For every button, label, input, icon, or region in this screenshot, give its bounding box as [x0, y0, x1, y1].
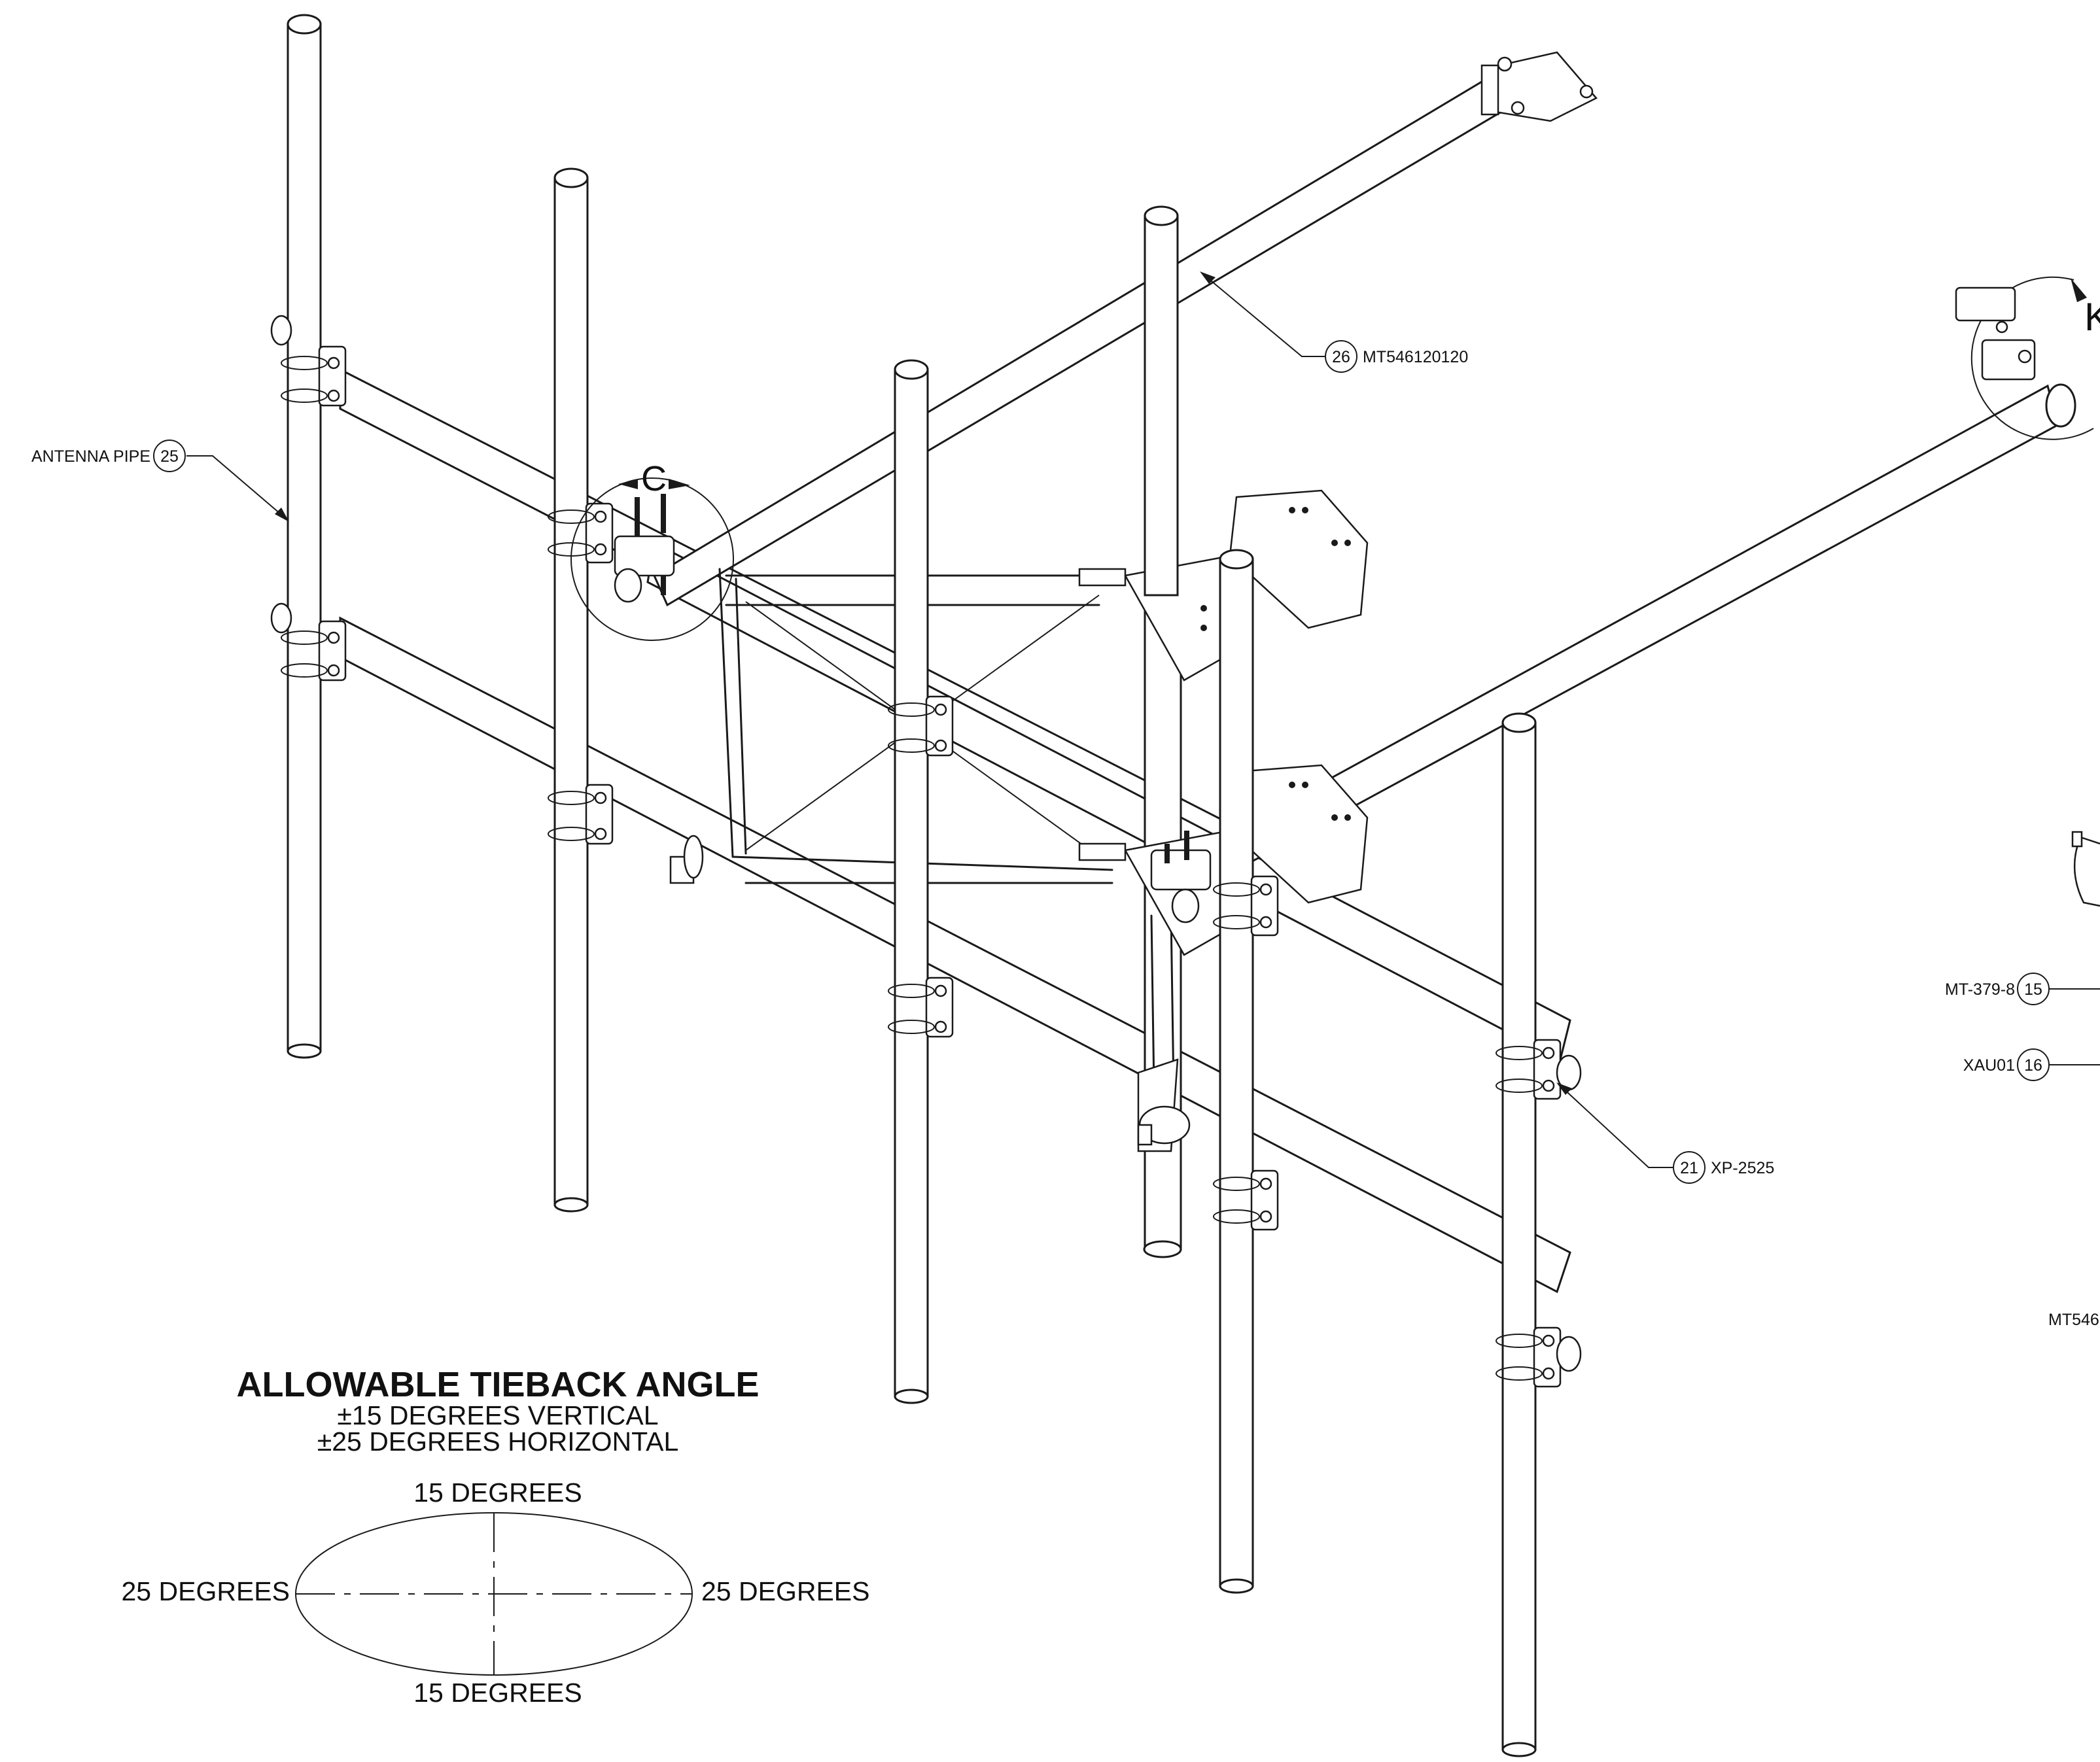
center-t-clamp: [614, 494, 675, 603]
clamp: [1496, 1326, 1582, 1388]
mid-front-rail: [646, 541, 1571, 1062]
callout-antenna-pipe: ANTENNA PIPE 25: [31, 440, 186, 472]
callout-mt-379-8-text: MT-379-8: [1945, 980, 2015, 999]
clamp: [1496, 1039, 1582, 1100]
callout-xau01: XAU01 16: [1963, 1048, 2050, 1081]
tieback-title: ALLOWABLE TIEBACK ANGLE: [237, 1365, 760, 1404]
center-t-clamp: [1150, 831, 1212, 924]
callout-mt-379-8: MT-379-8 15: [1945, 973, 2050, 1005]
crossover-clamps: [270, 51, 1598, 1388]
rail-band: [683, 835, 704, 879]
pipe-5: [1219, 549, 1254, 1594]
callout-mt-379-8-bubble: 15: [2024, 980, 2042, 999]
detail-k-label: K: [2084, 295, 2100, 339]
pipe-1: [287, 14, 322, 1059]
horizontal-rails: [339, 70, 2076, 1294]
pipe-3: [894, 359, 929, 1404]
tieback-vertical: ±15 DEGREES VERTICAL: [337, 1400, 658, 1430]
clamp: [270, 315, 347, 407]
detail-c-circle: C: [570, 459, 734, 641]
pipe-4: [1144, 205, 1179, 596]
leader-lines: [186, 271, 2100, 1168]
callout-xau01-bubble: 16: [2024, 1056, 2042, 1075]
callout-xp-2525-bubble: 21: [1680, 1159, 1698, 1177]
tieback-top-label: 15 DEGREES: [413, 1477, 582, 1508]
callout-antenna-pipe-bubble: 25: [160, 447, 179, 466]
clamp: [548, 502, 614, 564]
end-mount-top: [1480, 51, 1598, 122]
clamp: [270, 602, 347, 682]
tieback-left-label: 25 DEGREES: [122, 1576, 290, 1606]
callout-mt546-partial-text: MT546: [2048, 1311, 2099, 1329]
upper-right-long-rail: [653, 70, 1509, 607]
pipe-6: [1501, 712, 1537, 1757]
partial-hardware-right: [2071, 831, 2100, 907]
tieback-horizontal: ±25 DEGREES HORIZONTAL: [317, 1426, 679, 1457]
tieback-right-label: 25 DEGREES: [701, 1576, 870, 1606]
callout-xau01-text: XAU01: [1963, 1056, 2015, 1075]
detail-c-label: C: [641, 459, 667, 498]
callout-antenna-pipe-text: ANTENNA PIPE: [31, 447, 150, 466]
clamp: [888, 976, 954, 1038]
callout-mt546120120-text: MT546120120: [1363, 348, 1468, 366]
pipe-2: [553, 167, 589, 1213]
clamp: [888, 695, 954, 757]
callout-mt546-partial: MT546: [2048, 1311, 2099, 1329]
detail-k-circle: K: [1955, 276, 2100, 440]
callout-xp-2525-text: XP-2525: [1711, 1159, 1774, 1177]
tieback-bottom-label: 15 DEGREES: [413, 1678, 582, 1708]
mast-bracket: [1137, 1105, 1191, 1146]
callout-mt546120120-bubble: 26: [1332, 348, 1350, 366]
clamp: [1213, 1169, 1279, 1231]
clamp: [548, 784, 614, 845]
clamp: [1213, 875, 1279, 937]
tieback-section: ALLOWABLE TIEBACK ANGLE ±15 DEGREES VERT…: [122, 1365, 870, 1708]
vertical-pipes: [287, 14, 1537, 1757]
callout-mt546120120: 26 MT546120120: [1325, 340, 1468, 373]
callout-xp-2525: 21 XP-2525: [1673, 1151, 1774, 1184]
